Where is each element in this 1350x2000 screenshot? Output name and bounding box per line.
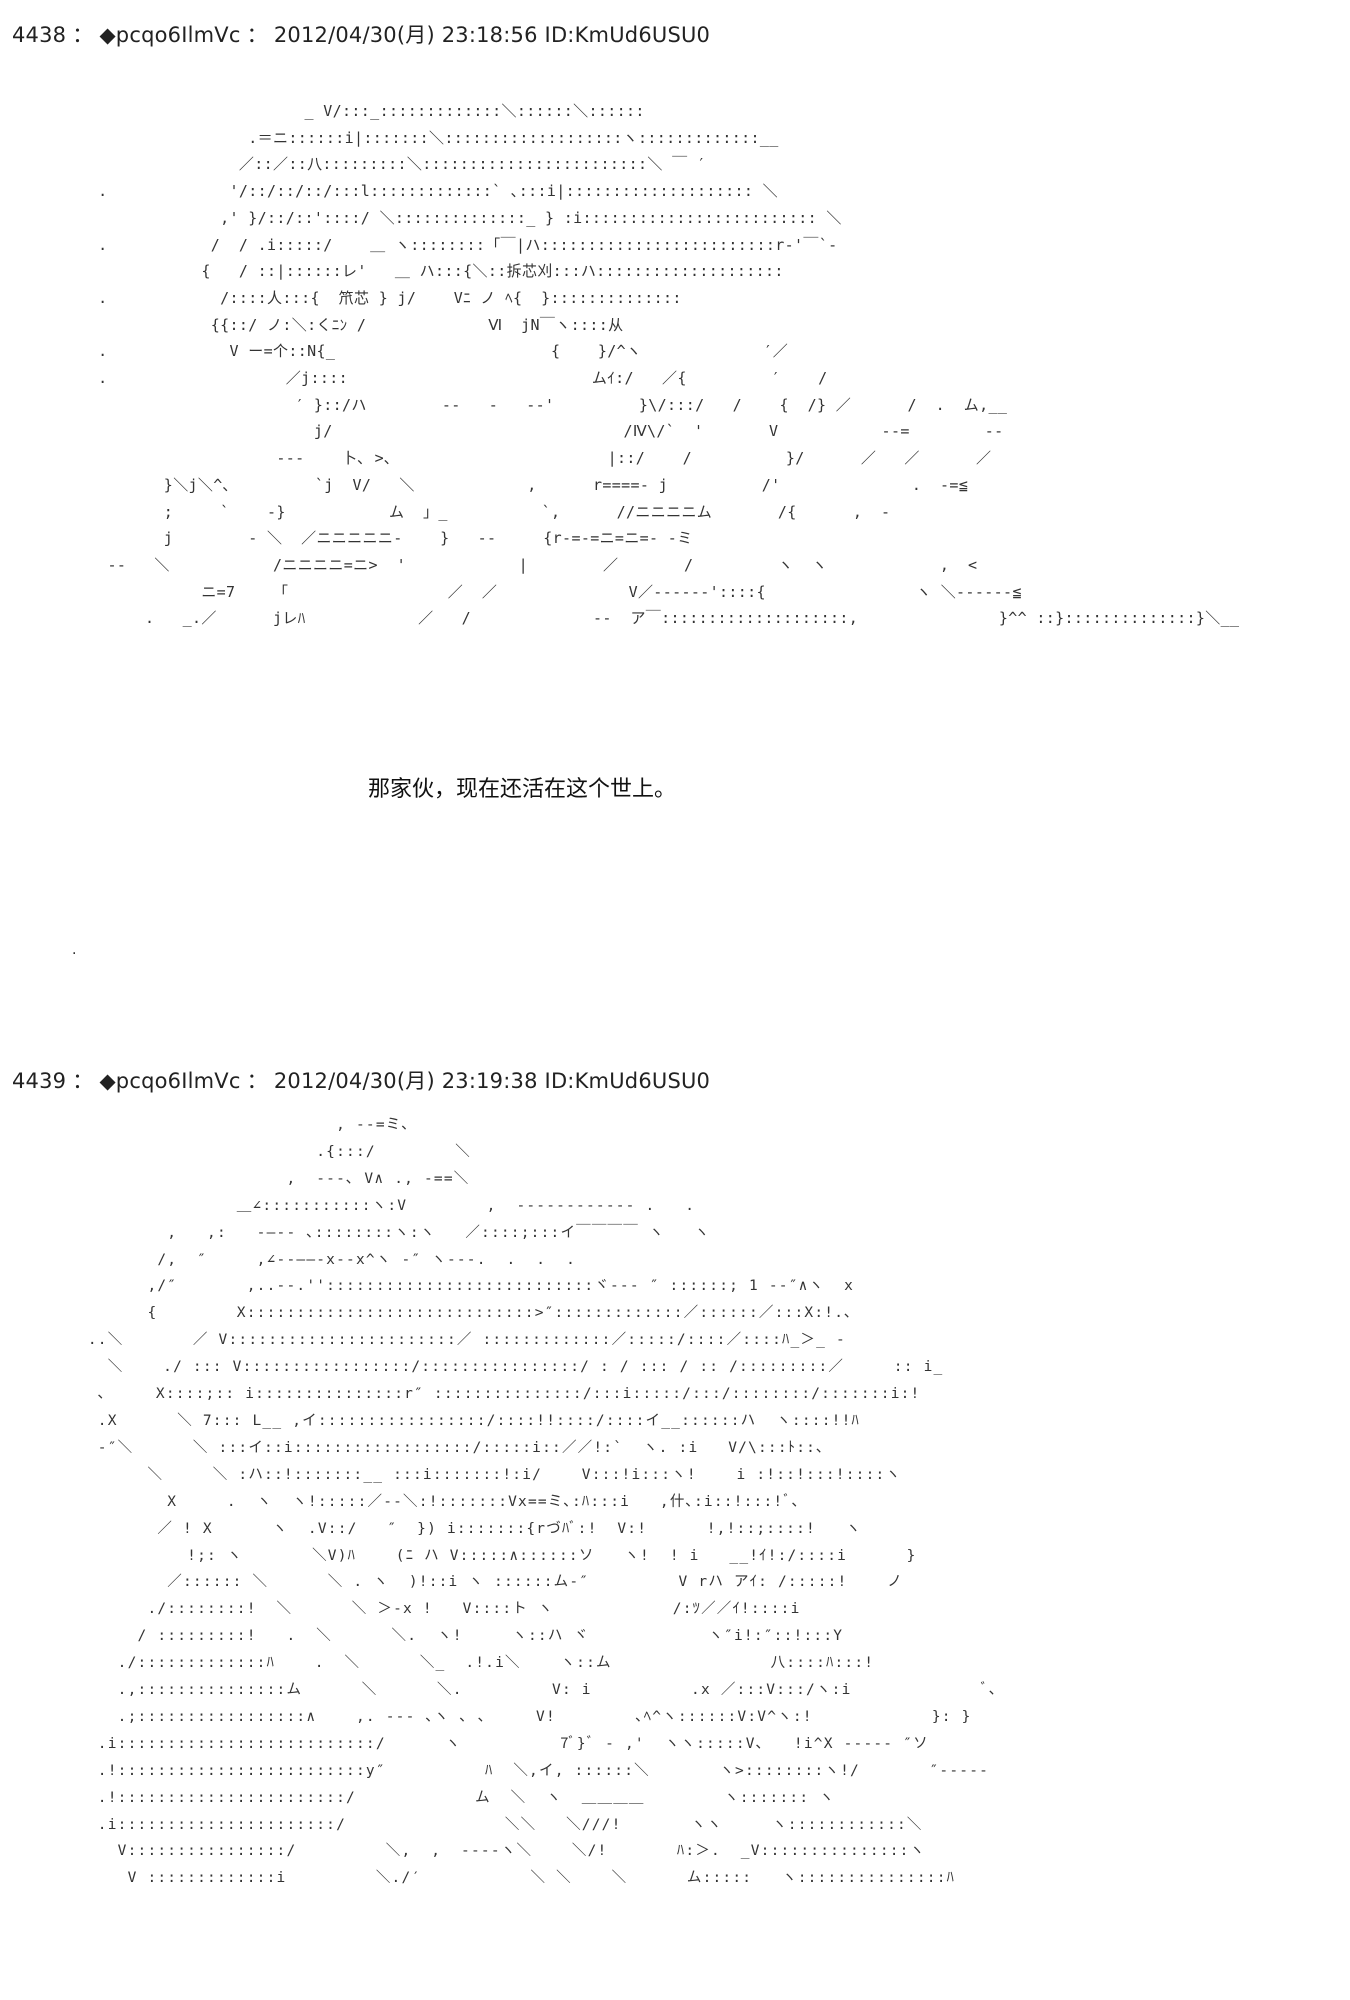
post-timestamp: 2012/04/30(月) 23:18:56 (273, 23, 538, 47)
header-separator: ： (246, 23, 268, 47)
post-header: 4439：◆pcqo6IlmVc：2012/04/30(月) 23:19:38 … (12, 1068, 710, 1094)
post-4439: 4439：◆pcqo6IlmVc：2012/04/30(月) 23:19:38 … (0, 1046, 1350, 2000)
ascii-art: , ‐‐=ミ､ .{:::/ ＼ , ‐‐‐､ V∧ ., ‐==＼ ＿∠:::… (87, 1117, 998, 1887)
trailing-mark: . (72, 942, 77, 958)
header-separator: ： (72, 1069, 94, 1093)
ascii-art: _ V/:::_:::::::::::::＼::::::＼:::::: .＝ニ:… (98, 102, 1240, 628)
post-author: ◆pcqo6IlmVc (99, 23, 241, 47)
header-separator: ： (72, 23, 94, 47)
post-caption: 那家伙，现在还活在这个世上。 (368, 777, 677, 802)
post-author: ◆pcqo6IlmVc (99, 1069, 241, 1093)
post-4438: 4438：◆pcqo6IlmVc：2012/04/30(月) 23:18:56 … (12, 22, 1240, 958)
post-header: 4438：◆pcqo6IlmVc：2012/04/30(月) 23:18:56 … (12, 22, 710, 48)
post-number: 4438 (12, 23, 67, 47)
post-id: ID:KmUd6USU0 (544, 23, 711, 47)
post-number: 4439 (12, 1069, 67, 1093)
header-separator: ： (246, 1069, 268, 1093)
post-id: ID:KmUd6USU0 (544, 1069, 711, 1093)
post-timestamp: 2012/04/30(月) 23:19:38 (273, 1069, 538, 1093)
